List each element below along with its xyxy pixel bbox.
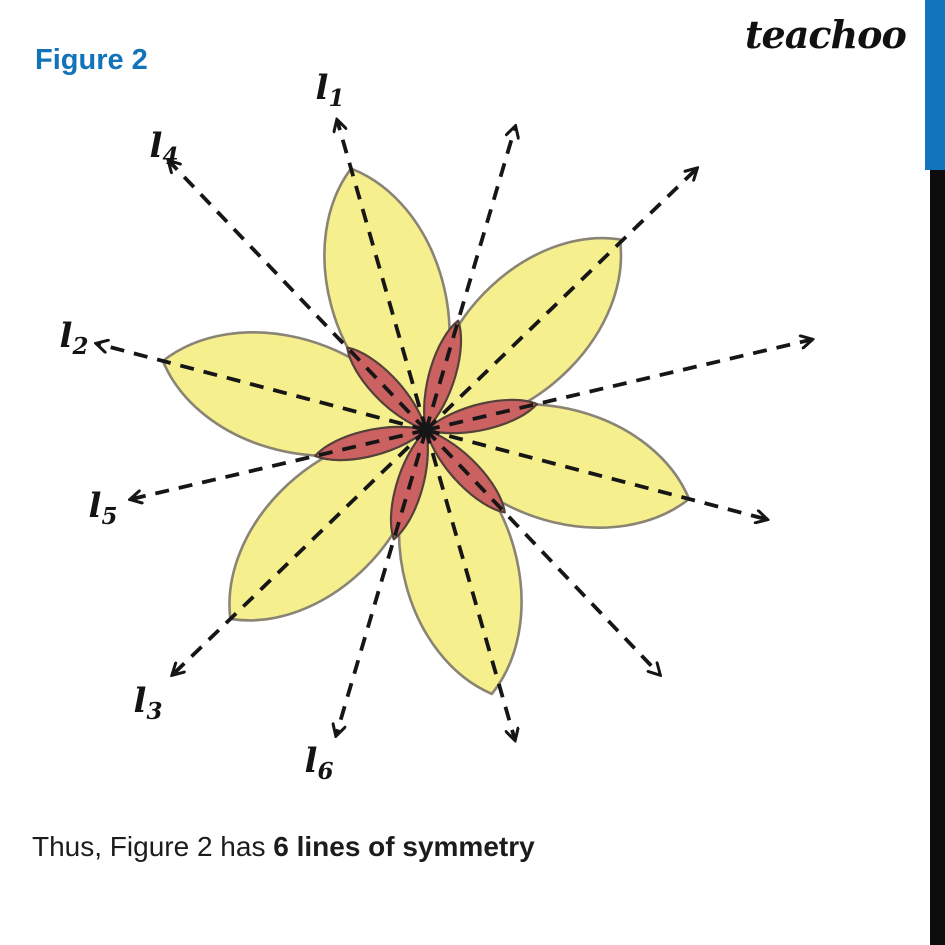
line-label-l5: l5 bbox=[89, 486, 118, 530]
flower-center-dot bbox=[419, 423, 433, 437]
symmetry-line-l2-ray bbox=[97, 344, 427, 432]
symmetry-line-l3-ray bbox=[424, 169, 697, 432]
line-label-l6: l6 bbox=[305, 741, 334, 785]
symmetry-line-l5-ray bbox=[131, 428, 427, 499]
figure-title: Figure 2 bbox=[35, 44, 148, 76]
conclusion-bold: 6 lines of symmetry bbox=[273, 831, 535, 862]
line-label-l4: l4 bbox=[150, 126, 179, 170]
line-label-l3: l3 bbox=[134, 681, 163, 725]
symmetry-line-l6-ray bbox=[424, 127, 515, 431]
conclusion-prefix: Thus, Figure 2 has bbox=[32, 831, 274, 862]
line-label-l2: l2 bbox=[60, 316, 89, 360]
symmetry-line-l2-ray bbox=[425, 428, 767, 519]
symmetry-line-l3-ray bbox=[173, 428, 428, 675]
symmetry-line-l4-ray bbox=[424, 428, 660, 674]
right-edge-black-bar bbox=[930, 170, 945, 945]
right-edge-blue-bar bbox=[925, 0, 945, 170]
symmetry-line-l1-ray bbox=[424, 429, 515, 740]
teachoo-logo: teachoo bbox=[745, 12, 907, 57]
symmetry-line-l5-ray bbox=[425, 340, 812, 432]
symmetry-line-l1-ray bbox=[337, 121, 428, 431]
symmetry-line-l6-ray bbox=[336, 429, 428, 735]
line-label-l1: l1 bbox=[316, 68, 345, 112]
conclusion-text: Thus, Figure 2 has 6 lines of symmetry bbox=[32, 831, 535, 863]
symmetry-line-l4-ray bbox=[169, 161, 428, 432]
